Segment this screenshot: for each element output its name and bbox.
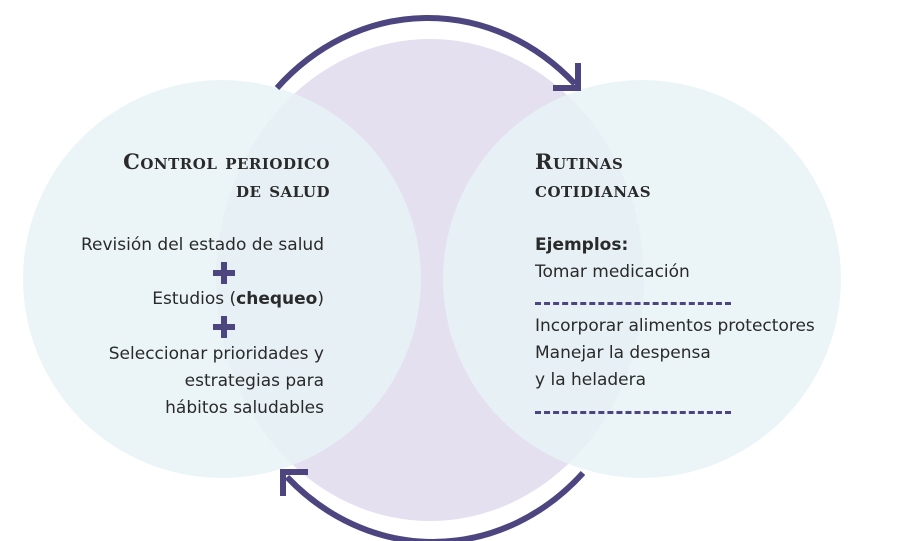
example-3-line1: Manejar la despensa [535, 343, 711, 363]
right-title: Rutinas cotidianas [535, 148, 651, 204]
example-1: Tomar medicación [535, 262, 690, 282]
cycle-arrow-bottom [284, 470, 586, 541]
example-2: Incorporar alimentos protectores [535, 316, 815, 336]
cycle-arrow-icon [280, 469, 308, 496]
left-title: Control periodico de salud [123, 148, 330, 204]
left-item-3-line3: hábitos saludables [165, 398, 324, 418]
examples-label: Ejemplos: [535, 235, 629, 255]
divider-1 [535, 302, 731, 305]
left-item-3-line1: Seleccionar prioridades y [108, 344, 324, 364]
left-title-line1: Control periodico [123, 149, 330, 174]
left-item-2-bold: chequeo [236, 289, 318, 309]
left-item-1: Revisión del estado de salud [80, 235, 324, 255]
example-3-line2: y la heladera [535, 370, 647, 390]
right-circle [443, 80, 841, 478]
example-3: Manejar la despensa y la heladera [535, 340, 711, 394]
left-item-3-line2: estrategias para [184, 371, 324, 391]
plus-icon [213, 316, 235, 338]
left-item-2-suffix: ) [317, 289, 324, 309]
right-title-line2: cotidianas [535, 177, 652, 202]
divider-2 [535, 411, 731, 414]
cycle-arrow-top [274, 14, 578, 91]
left-item-2-prefix: Estudios ( [152, 289, 237, 309]
left-item-3: Seleccionar prioridades y estrategias pa… [109, 341, 324, 422]
plus-icon [213, 262, 235, 284]
left-item-2: Estudios (chequeo) [152, 286, 324, 313]
cycle-arrow-icon [553, 63, 581, 91]
right-title-line1: Rutinas [535, 149, 624, 174]
left-title-line2: de salud [235, 177, 330, 202]
